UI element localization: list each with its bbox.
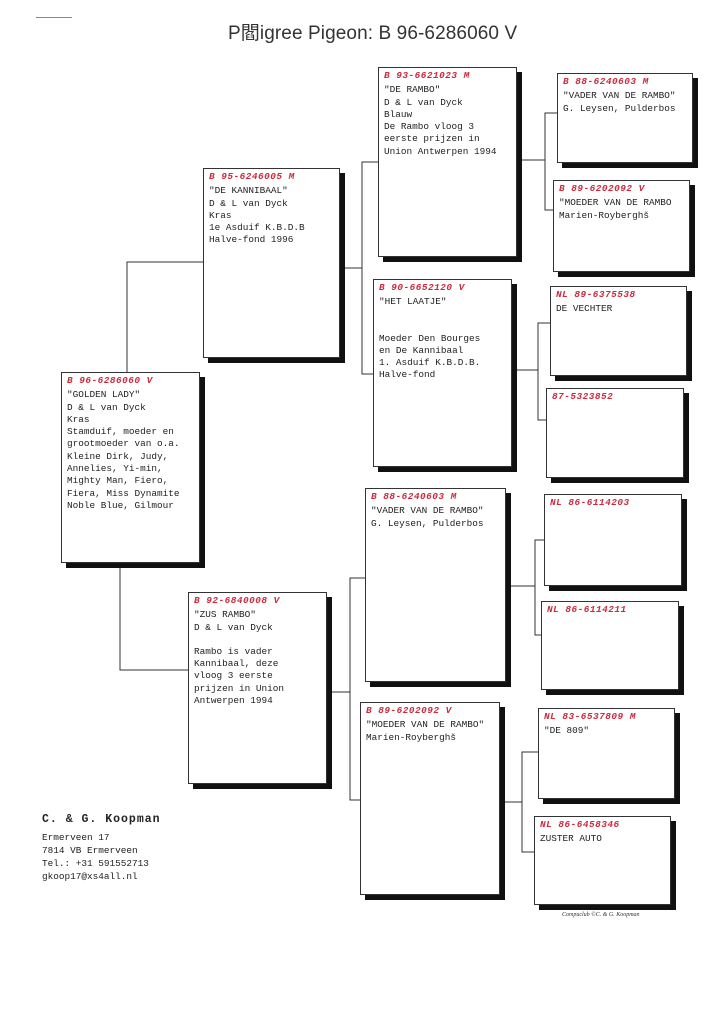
info-line: eerste prijzen in — [384, 133, 480, 145]
info-line: Mighty Man, Fiero, — [67, 475, 169, 487]
info-line: G. Leysen, Pulderbos — [371, 517, 484, 529]
bird-card-dam-sire-dam: NL 86-6114211 — [541, 601, 679, 690]
ring-number: B 89-6202092 V — [366, 705, 452, 716]
info-line: D & L van Dyck — [67, 401, 146, 413]
phone-line: Tel.: +31 591552713 — [42, 858, 149, 869]
info-line: "DE RAMBO" — [384, 84, 441, 96]
info-line: en De Kannibaal — [379, 344, 464, 356]
ring-number: NL 83-6537809 M — [544, 711, 636, 722]
info-line: "MOEDER VAN DE RAMBO — [559, 197, 672, 209]
info-line: 1. Asduif K.B.D.B. — [379, 357, 481, 369]
info-line: "HET LAATJE" — [379, 296, 447, 308]
info-line: G. Leysen, Pulderbos — [563, 102, 676, 114]
info-line: Annelies, Yi-min, — [67, 463, 163, 475]
bird-card-dam-dam-sire: NL 83-6537809 M "DE 809" — [538, 708, 675, 799]
info-line: Kras — [67, 413, 90, 425]
ring-number: B 92-6840008 V — [194, 595, 280, 606]
bird-card-sire-dam-dam: 87-5323852 — [546, 388, 684, 478]
info-line: D & L van Dyck — [194, 621, 273, 633]
info-line: "DE KANNIBAAL" — [209, 185, 288, 197]
bird-card-dam-dam-dam: NL 86-6458346 ZUSTER AUTO — [534, 816, 671, 905]
owner-name: C. & G. Koopman — [42, 813, 161, 826]
info-line: Kannibaal, deze — [194, 658, 279, 670]
info-line: "VADER VAN DE RAMBO" — [371, 505, 484, 517]
info-line: De Rambo vloog 3 — [384, 121, 475, 133]
info-line — [194, 634, 321, 646]
ring-number: B 88-6240603 M — [563, 76, 649, 87]
info-line: Blauw — [384, 108, 413, 120]
info-line: Marien-Royberghš — [559, 209, 650, 221]
bird-card-sire-dam: B 90-6652120 V "HET LAATJE" Moeder Den B… — [373, 279, 512, 467]
info-line: D & L van Dyck — [384, 96, 463, 108]
ring-number: B 89-6202092 V — [559, 183, 645, 194]
bird-card-sire: B 95-6246005 M "DE KANNIBAAL" D & L van … — [203, 168, 340, 358]
bird-card-dam-sire: B 88-6240603 M "VADER VAN DE RAMBO" G. L… — [365, 488, 506, 682]
info-line: Antwerpen 1994 — [194, 695, 273, 707]
info-line: Kras — [209, 209, 232, 221]
info-line: Moeder Den Bourges — [379, 332, 481, 344]
info-line: D & L van Dyck — [209, 197, 288, 209]
ring-number: NL 86-6114203 — [550, 497, 630, 508]
bird-card-sire-sire-dam: B 89-6202092 V "MOEDER VAN DE RAMBO Mari… — [553, 180, 690, 272]
ring-number: B 96-6286060 V — [67, 375, 153, 386]
info-line: ZUSTER AUTO — [540, 833, 602, 845]
ring-number: B 88-6240603 M — [371, 491, 457, 502]
owner-address-block: C. & G. Koopman Ermerveen 17 7814 VB Erm… — [42, 813, 161, 883]
ring-number: NL 86-6458346 — [540, 819, 620, 830]
ring-number: NL 89-6375538 — [556, 289, 636, 300]
info-line: "DE 809" — [544, 725, 590, 737]
info-line: "GOLDEN LADY" — [67, 389, 141, 401]
info-line: Fiera, Miss Dynamite — [67, 487, 180, 499]
info-line: Marien-Royberghš — [366, 731, 457, 743]
info-line — [379, 309, 506, 321]
info-line: 1e Asduif K.B.D.B — [209, 222, 305, 234]
info-line: Stamduif, moeder en — [67, 426, 174, 438]
ring-number: B 90-6652120 V — [379, 282, 465, 293]
info-line: Rambo is vader — [194, 645, 273, 657]
info-line: DE VECHTER — [556, 303, 613, 315]
bird-card-sire-sire-sire: B 88-6240603 M "VADER VAN DE RAMBO" G. L… — [557, 73, 693, 163]
info-line: grootmoeder van o.a. — [67, 438, 180, 450]
info-line: Halve-fond — [379, 369, 436, 381]
info-line: "ZUS RAMBO" — [194, 609, 256, 621]
address-line: 7814 VB Ermerveen — [42, 845, 138, 856]
info-line — [379, 321, 506, 333]
ring-number: B 95-6246005 M — [209, 171, 295, 182]
bird-card-sire-dam-sire: NL 89-6375538 DE VECHTER — [550, 286, 687, 376]
info-line: vloog 3 eerste — [194, 670, 273, 682]
ring-number: B 93-6621023 M — [384, 70, 470, 81]
ring-number: 87-5323852 — [552, 391, 614, 402]
email-line: gkoop17@xs4all.nl — [42, 871, 138, 882]
software-credit: Compuclub ©C. & G. Koopman — [562, 912, 640, 918]
info-line: Halve-fond 1996 — [209, 234, 294, 246]
bird-card-dam-sire-sire: NL 86-6114203 — [544, 494, 682, 586]
page-title: P閻igree Pigeon: B 96-6286060 V — [228, 23, 518, 44]
address-line: Ermerveen 17 — [42, 832, 110, 843]
info-line: prijzen in Union — [194, 682, 285, 694]
bird-card-sire-sire: B 93-6621023 M "DE RAMBO" D & L van Dyck… — [378, 67, 517, 257]
bird-card-subject: B 96-6286060 V "GOLDEN LADY" D & L van D… — [61, 372, 200, 563]
info-line: "MOEDER VAN DE RAMBO" — [366, 719, 485, 731]
info-line: "VADER VAN DE RAMBO" — [563, 90, 676, 102]
info-line: Kleine Dirk, Judy, — [67, 450, 169, 462]
info-line: Union Antwerpen 1994 — [384, 145, 497, 157]
bird-card-dam: B 92-6840008 V "ZUS RAMBO" D & L van Dyc… — [188, 592, 327, 784]
info-line: Noble Blue, Gilmour — [67, 499, 174, 511]
bird-card-dam-dam: B 89-6202092 V "MOEDER VAN DE RAMBO" Mar… — [360, 702, 500, 895]
header-rule — [36, 17, 72, 18]
ring-number: NL 86-6114211 — [547, 604, 627, 615]
